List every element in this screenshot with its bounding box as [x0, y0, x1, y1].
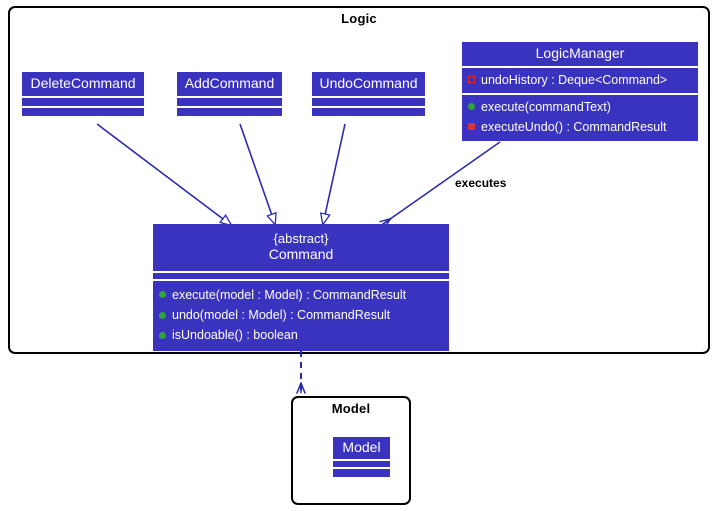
class-add-command-attributes [177, 97, 282, 106]
class-logic-manager-header: LogicManager [462, 42, 698, 66]
method-row: executeUndo() : CommandResult [462, 117, 698, 137]
class-model-name: Model [342, 439, 381, 455]
class-delete-command-header: DeleteCommand [22, 72, 144, 96]
class-undo-command[interactable]: UndoCommand [312, 72, 425, 116]
separator [177, 105, 282, 108]
private-method-icon [468, 123, 475, 131]
class-command-stereotype: {abstract} [273, 231, 329, 246]
class-command[interactable]: {abstract} Command execute(model : Model… [153, 224, 449, 352]
class-command-header: {abstract} Command [153, 224, 449, 271]
separator [333, 466, 390, 469]
separator [462, 92, 698, 95]
method-row: execute(model : Model) : CommandResult [153, 285, 449, 305]
class-undo-command-methods [312, 107, 425, 116]
package-logic-title: Logic [341, 11, 377, 26]
attribute-row: undoHistory : Deque<Command> [462, 70, 698, 90]
class-logic-manager-methods: execute(commandText) executeUndo() : Com… [462, 94, 698, 141]
attribute-text: undoHistory : Deque<Command> [481, 72, 668, 87]
separator [22, 105, 144, 108]
separator [177, 95, 282, 98]
class-delete-command-methods [22, 107, 144, 116]
separator [22, 95, 144, 98]
method-row: undo(model : Model) : CommandResult [153, 305, 449, 325]
separator [462, 65, 698, 68]
method-text: execute(model : Model) : CommandResult [172, 287, 407, 302]
method-text: execute(commandText) [481, 99, 611, 114]
class-model-attributes [333, 460, 390, 467]
separator [153, 278, 449, 281]
method-text: executeUndo() : CommandResult [481, 119, 667, 134]
class-command-attributes [153, 272, 449, 279]
class-undo-command-header: UndoCommand [312, 72, 425, 96]
class-command-name: Command [268, 246, 334, 263]
class-logic-manager[interactable]: LogicManager undoHistory : Deque<Command… [462, 42, 698, 141]
class-add-command-methods [177, 107, 282, 116]
separator [312, 105, 425, 108]
method-text: isUndoable() : boolean [172, 328, 298, 343]
method-row: isUndoable() : boolean [153, 325, 449, 345]
public-method-icon [468, 103, 475, 111]
class-undo-command-attributes [312, 97, 425, 106]
class-model-methods [333, 468, 390, 477]
class-logic-manager-name: LogicManager [535, 45, 625, 61]
public-method-icon [159, 291, 166, 299]
class-undo-command-name: UndoCommand [319, 75, 418, 91]
package-logic [8, 6, 710, 354]
class-model[interactable]: Model [333, 437, 390, 477]
package-model-title: Model [331, 401, 371, 416]
class-add-command-name: AddCommand [184, 75, 275, 91]
class-delete-command-attributes [22, 97, 144, 106]
private-attribute-icon [468, 76, 475, 84]
class-delete-command[interactable]: DeleteCommand [22, 72, 144, 116]
class-command-methods: execute(model : Model) : CommandResult u… [153, 280, 449, 352]
class-add-command[interactable]: AddCommand [177, 72, 282, 116]
method-text: undo(model : Model) : CommandResult [172, 307, 391, 322]
class-logic-manager-attributes: undoHistory : Deque<Command> [462, 67, 698, 93]
public-method-icon [159, 311, 166, 319]
public-method-icon [159, 331, 166, 339]
class-delete-command-name: DeleteCommand [30, 75, 136, 91]
separator [333, 458, 390, 461]
separator [153, 270, 449, 273]
class-model-header: Model [333, 437, 390, 459]
separator [312, 95, 425, 98]
edge-label-executes: executes [455, 176, 507, 190]
method-row: execute(commandText) [462, 97, 698, 117]
class-add-command-header: AddCommand [177, 72, 282, 96]
package-model [291, 396, 411, 505]
